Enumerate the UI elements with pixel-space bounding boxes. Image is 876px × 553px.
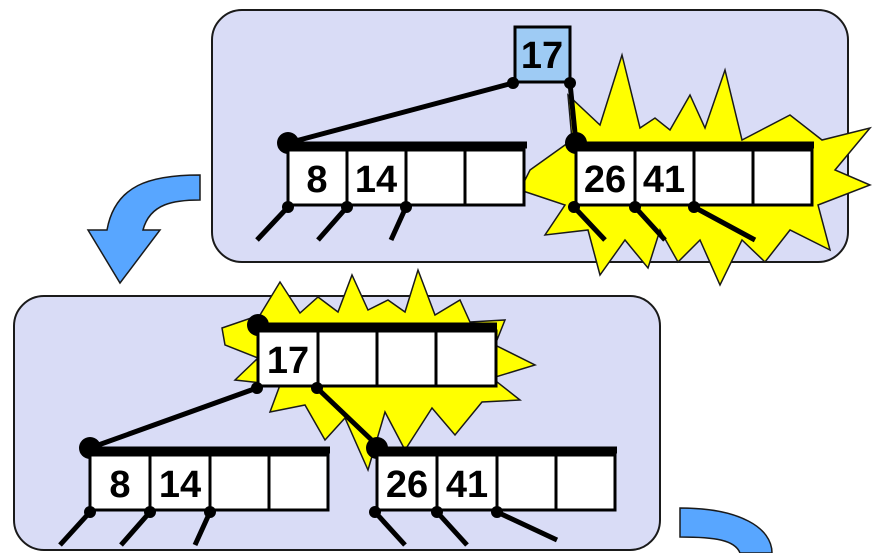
bottom-right-key-1: 26 — [386, 464, 428, 506]
top-right-key-2: 41 — [643, 159, 685, 201]
bottom-left-key-2: 14 — [159, 464, 201, 506]
top-right-key-1: 26 — [584, 159, 626, 201]
child-pointer-dot — [431, 506, 443, 518]
child-pointer-dot — [282, 201, 294, 213]
child-pointer-dot — [341, 201, 353, 213]
curved-arrow-down-left-icon — [88, 175, 200, 283]
top-link-dot — [507, 77, 519, 89]
child-pointer-dot — [204, 506, 216, 518]
bottom-right-key-2: 41 — [446, 464, 488, 506]
child-pointer-dot — [311, 382, 323, 394]
bottom-root-key-1: 17 — [267, 340, 309, 382]
child-pointer-dot — [568, 201, 580, 213]
child-pointer-dot — [491, 506, 503, 518]
child-pointer-dot — [400, 201, 412, 213]
child-pointer-dot — [144, 506, 156, 518]
child-pointer-dot — [251, 382, 263, 394]
top-link-dot — [564, 77, 576, 89]
child-pointer-dot — [688, 201, 700, 213]
child-pointer-dot — [84, 506, 96, 518]
child-pointer-dot — [629, 201, 641, 213]
bottom-left-key-1: 8 — [109, 464, 130, 506]
curved-arrow-down-right-icon — [680, 508, 772, 553]
top-left-key-1: 8 — [306, 159, 327, 201]
top-root-key: 17 — [521, 35, 563, 77]
top-left-key-2: 14 — [355, 159, 397, 201]
child-pointer-dot — [369, 506, 381, 518]
